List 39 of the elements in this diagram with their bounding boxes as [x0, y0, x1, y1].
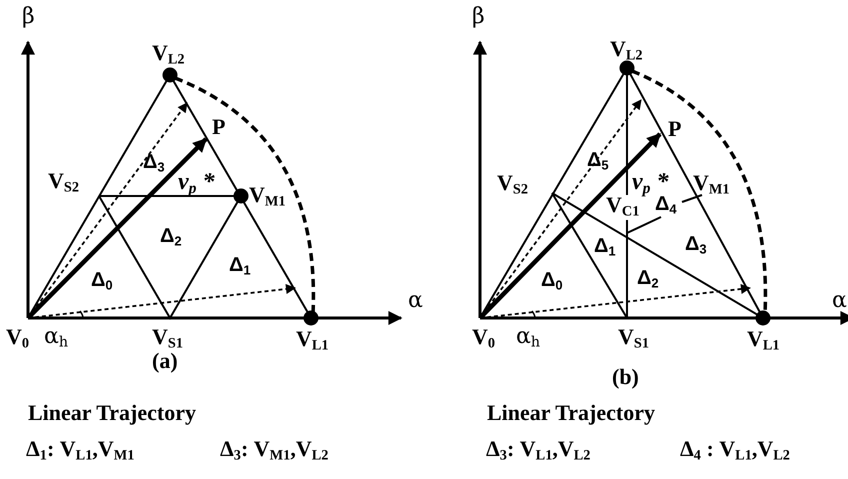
vertex-label: V$_{S2}$ — [497, 172, 528, 197]
vertex-label: V$_{0}$ — [6, 326, 30, 351]
trajectory-rule: Δ$_{3}$: V$_{L1}$,V$_{L2}$ — [486, 438, 590, 463]
region-label: Δ$_{4}$ — [655, 194, 677, 216]
vertex-label: V$_{M1}$ — [693, 172, 730, 197]
vertex-label: V$_{S2}$ — [48, 170, 79, 195]
vertex-label: V$_{S1}$ — [152, 326, 183, 351]
vertex-label: V$_{0}$ — [472, 326, 496, 351]
vertex-label: V$_{L1}$ — [296, 328, 329, 353]
region-label: Δ$_{3}$ — [143, 152, 165, 174]
region-label: Δ$_{2}$ — [160, 226, 182, 248]
axis-label: β — [22, 6, 35, 28]
angle-label: α$_{h}$ — [516, 326, 540, 350]
vertex-label: V$_{L2}$ — [610, 38, 643, 63]
region-label: Δ$_{1}$ — [594, 236, 616, 258]
region-label: Δ$_{2}$ — [637, 268, 659, 290]
axis-label: α — [832, 290, 847, 312]
angle-label: α$_{h}$ — [44, 326, 68, 350]
trajectory-heading: Linear Trajectory — [487, 402, 656, 424]
panel-label: (a) — [152, 350, 178, 372]
region-label: Δ$_{3}$ — [685, 234, 707, 256]
vertex-label: P — [212, 116, 226, 138]
trajectory-rule: Δ$_{1}$: V$_{L1}$,V$_{M1}$ — [26, 438, 134, 463]
panel-label: (b) — [612, 366, 639, 388]
vector-label: v$_{p}$ * — [632, 170, 668, 196]
region-label: Δ$_{1}$ — [229, 255, 251, 276]
vertex-label: V$_{S1}$ — [618, 326, 649, 351]
vertex-label: V$_{M1}$ — [249, 184, 286, 209]
axis-label: β — [472, 6, 485, 28]
vertex-label: P — [668, 118, 682, 140]
region-label: Δ$_{0}$ — [541, 270, 563, 292]
vertex-label: V$_{L2}$ — [152, 42, 185, 67]
region-label: Δ$_{0}$ — [91, 270, 113, 292]
trajectory-heading: Linear Trajectory — [28, 402, 196, 424]
axis-label: α — [408, 290, 423, 312]
vertex-label: V$_{L1}$ — [747, 328, 780, 353]
trajectory-rule: Δ$_{4}$ : V$_{L1}$,V$_{L2}$ — [680, 438, 790, 463]
vertex-label: V$_{C1}$ — [606, 194, 640, 219]
trajectory-rule: Δ$_{3}$: V$_{M1}$,V$_{L2}$ — [220, 438, 328, 463]
